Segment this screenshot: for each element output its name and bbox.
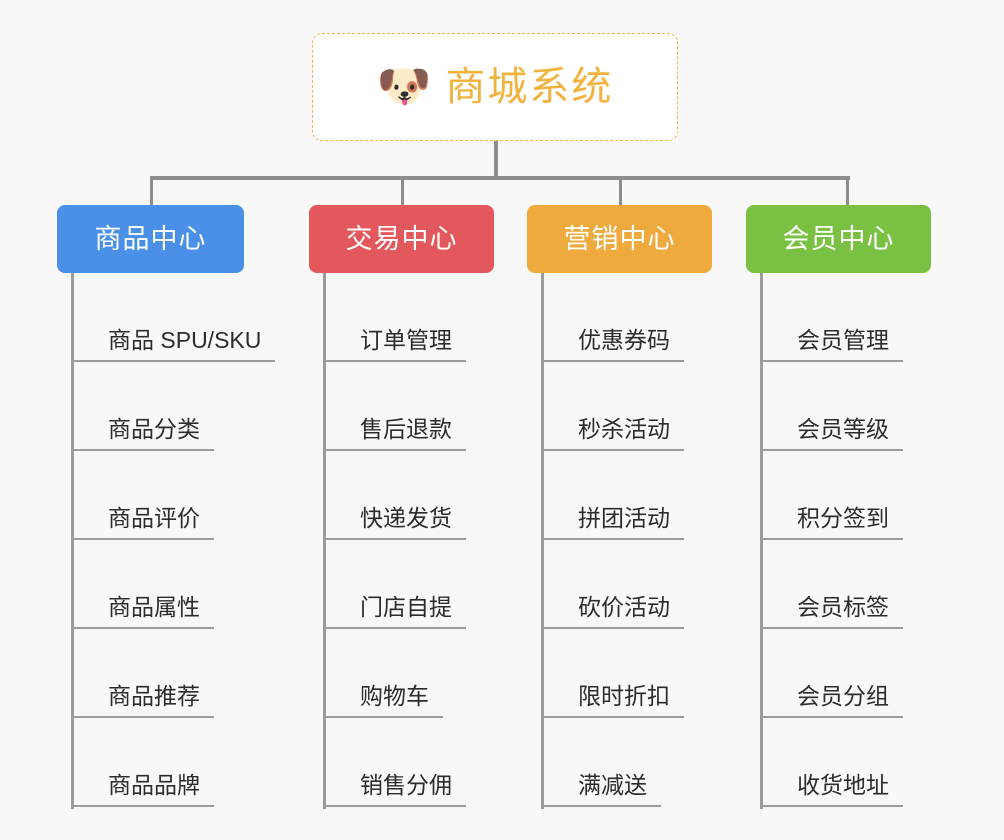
leaf-item-label: 销售分佣 [360,772,452,798]
leaf-item[interactable]: 会员分组 [761,629,903,718]
leaf-item[interactable]: 会员管理 [761,273,903,362]
leaf-item[interactable]: 购物车 [324,629,443,718]
leaf-item[interactable]: 会员标签 [761,540,903,629]
leaf-item-label: 快递发货 [360,505,452,531]
leaf-item-label: 会员等级 [797,416,889,442]
leaf-item-label: 购物车 [360,683,429,709]
leaf-item[interactable]: 快递发货 [324,451,466,540]
leaf-item[interactable]: 商品 SPU/SKU [72,273,276,362]
leaf-item[interactable]: 会员等级 [761,362,903,451]
leaf-item[interactable]: 商品品牌 [72,718,214,807]
leaf-item[interactable]: 满减送 [542,718,661,807]
leaf-item[interactable]: 积分签到 [761,451,903,540]
leaf-item[interactable]: 售后退款 [324,362,466,451]
leaf-item-label: 会员分组 [797,683,889,709]
leaf-item[interactable]: 拼团活动 [542,451,684,540]
root-node-title: 商城系统 [445,65,614,109]
category-label: 会员中心 [782,223,895,254]
leaf-item-label: 会员管理 [797,327,889,353]
category-box-marketing-center[interactable]: 营销中心 [527,205,712,273]
leaf-item-label: 砍价活动 [578,594,670,620]
column-spine [71,273,74,809]
leaf-item-label: 商品 SPU/SKU [108,327,262,353]
leaf-item-label: 订单管理 [360,327,452,353]
leaf-item-label: 商品分类 [108,416,200,442]
connector-trunk [494,141,498,178]
column-spine [323,273,326,809]
category-label: 商品中心 [94,223,207,254]
dog-face-icon: 🐶 [376,62,432,111]
leaf-item-label: 会员标签 [797,594,889,620]
leaf-item-label: 商品推荐 [108,683,200,709]
leaf-item-label: 商品品牌 [108,772,200,798]
leaf-item-label: 商品评价 [108,505,200,531]
leaf-item[interactable]: 商品分类 [72,362,214,451]
leaf-item[interactable]: 限时折扣 [542,629,684,718]
leaf-item[interactable]: 门店自提 [324,540,466,629]
leaf-item-label: 积分签到 [797,505,889,531]
leaf-item-label: 满减送 [578,772,647,798]
leaf-item-label: 限时折扣 [578,683,670,709]
leaf-item[interactable]: 商品推荐 [72,629,214,718]
leaf-item[interactable]: 收货地址 [761,718,903,807]
leaf-item-label: 门店自提 [360,594,452,620]
leaf-item[interactable]: 商品评价 [72,451,214,540]
leaf-item[interactable]: 优惠券码 [542,273,684,362]
connector-drop-1 [150,176,153,206]
connector-drop-4 [846,176,849,206]
leaf-item-label: 秒杀活动 [578,416,670,442]
leaf-item[interactable]: 秒杀活动 [542,362,684,451]
column-spine [760,273,763,809]
connector-bus [150,176,850,180]
root-node-mall-system[interactable]: 🐶 商城系统 [312,33,678,141]
category-label: 交易中心 [345,223,458,254]
leaf-item[interactable]: 砍价活动 [542,540,684,629]
leaf-item[interactable]: 商品属性 [72,540,214,629]
leaf-item-label: 商品属性 [108,594,200,620]
leaf-item-label: 拼团活动 [578,505,670,531]
leaf-item-label: 收货地址 [797,772,889,798]
column-spine [541,273,544,809]
category-box-trade-center[interactable]: 交易中心 [309,205,494,273]
connector-drop-2 [401,176,404,206]
category-label: 营销中心 [563,223,676,254]
category-box-product-center[interactable]: 商品中心 [57,205,244,273]
leaf-item-label: 售后退款 [360,416,452,442]
leaf-item-label: 优惠券码 [578,327,670,353]
leaf-item[interactable]: 销售分佣 [324,718,466,807]
category-box-member-center[interactable]: 会员中心 [746,205,931,273]
leaf-item[interactable]: 订单管理 [324,273,466,362]
connector-drop-3 [619,176,622,206]
